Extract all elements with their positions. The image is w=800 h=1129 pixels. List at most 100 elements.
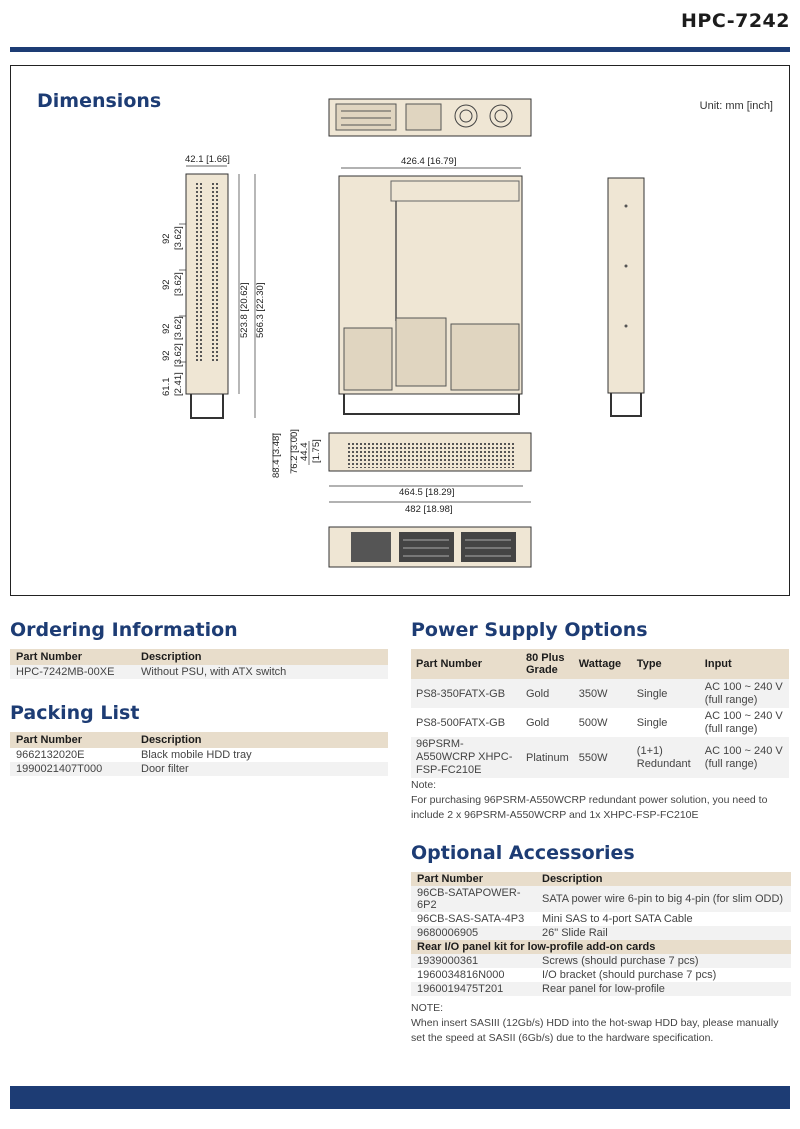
table-row: 96CB-SATAPOWER-6P2 SATA power wire 6-pin… [411,886,791,912]
header-rule [10,47,790,52]
power-part: PS8-350FATX-GB [411,679,521,708]
dim-pitch-b-mm: 92 [161,279,172,290]
table-row: 9662132020E Black mobile HDD tray [10,748,388,762]
packing-header-desc: Description [135,732,388,748]
packing-table: Part Number Description 9662132020E Blac… [10,732,388,776]
rear-view-drawing [328,98,532,137]
model-name: HPC-7242 [681,10,790,32]
accessory-desc: Mini SAS to 4-port SATA Cable [542,913,693,925]
accessory-part: 1939000361 [411,954,536,968]
accessory-part: 9680006905 [411,926,536,940]
power-wattage: 550W [573,737,632,778]
accessories-header-row: Part Number Description [411,872,791,886]
dim-height-inner: 44.4 [299,443,310,462]
dim-end-in: [2.41] [173,372,184,396]
packing-header-row: Part Number Description [10,732,388,748]
power-note-label: Note: [411,779,437,791]
accessories-subheader: Rear I/O panel kit for low-profile add-o… [411,940,791,954]
packing-header-part: Part Number [10,732,135,748]
power-table: Part Number 80 Plus Grade Wattage Type I… [411,649,789,778]
dim-height-mid: 76.2 [3.00] [289,429,300,474]
accessory-part: 1960034816N000 [417,969,505,981]
table-row: PS8-350FATX-GB Gold 350W Single AC 100 ~… [411,679,789,708]
power-type: Single [636,716,668,729]
dim-end-mm: 61.1 [161,378,172,397]
accessories-subheader-row: Rear I/O panel kit for low-profile add-o… [411,940,791,954]
power-title: Power Supply Options [411,619,648,641]
power-header-input: Input [699,649,789,679]
dim-front-width-total: 482 [18.98] [405,504,453,515]
unit-label: Unit: mm [inch] [699,100,773,112]
accessories-title: Optional Accessories [411,842,635,864]
dim-pitch-c-in: [3.62] [173,316,184,340]
accessory-part: 1960019475T201 [411,982,536,996]
top-view-drawing: 426.4 [16.79] [338,156,523,415]
table-row: 1990021407T000 Door filter [10,762,388,776]
side-view-drawing: 42.1 [1.66] 92 [3.62] 92 [3.62] 92 [3.62… [161,154,266,419]
dim-side-width: 42.1 [1.66] [185,154,230,165]
dim-top-width: 426.4 [16.79] [401,156,456,167]
accessory-part: 96CB-SATAPOWER-6P2 [411,886,536,912]
ordering-part: HPC-7242MB-00XE [10,665,135,679]
accessories-header-desc: Description [536,872,791,886]
accessory-desc: Rear panel for low-profile [536,982,791,996]
power-header-grade: 80 Plus Grade [521,649,574,679]
packing-part: 9662132020E [16,749,85,761]
power-header-row: Part Number 80 Plus Grade Wattage Type I… [411,649,789,679]
accessories-note: NOTE: When insert SASIII (12Gb/s) HDD in… [411,1001,793,1046]
power-part: PS8-500FATX-GB [416,716,506,729]
power-note: Note: For purchasing 96PSRM-A550WCRP red… [411,778,791,823]
accessory-desc: 26" Slide Rail [536,926,791,940]
power-header-wattage: Wattage [573,649,632,679]
table-row: 1960034816N000 I/O bracket (should purch… [411,968,791,982]
power-note-text: For purchasing 96PSRM-A550WCRP redundant… [411,794,768,821]
table-row: 1939000361 Screws (should purchase 7 pcs… [411,954,791,968]
dimension-drawings: 42.1 [1.66] 92 [3.62] 92 [3.62] 92 [3.62… [161,98,645,568]
dim-depth-outer: 566.3 [22.30] [255,283,266,338]
power-wattage: 500W [578,716,608,729]
footer-rule [10,1086,790,1109]
table-row: PS8-500FATX-GB Gold 500W Single AC 100 ~… [411,708,789,737]
front-view-drawing: 88.4 [3.48] 76.2 [3.00] 44.4 [1.75] 464.… [271,429,532,515]
accessories-note-label: NOTE: [411,1002,444,1014]
accessory-desc: Screws (should purchase 7 pcs) [536,954,791,968]
dim-pitch-d-mm: 92 [161,350,172,361]
accessory-desc: SATA power wire 6-pin to big 4-pin (for … [536,886,791,912]
dimensions-title: Dimensions [37,90,162,112]
dim-pitch-a-in: [3.62] [173,226,184,250]
table-row: 96CB-SAS-SATA-4P3 Mini SAS to 4-port SAT… [411,912,791,926]
dimensions-panel: Dimensions Unit: mm [inch] 42.1 [1.66] [10,65,790,596]
table-row: 1960019475T201 Rear panel for low-profil… [411,982,791,996]
accessories-header-part: Part Number [411,872,536,886]
ordering-header-row: Part Number Description [10,649,388,665]
power-header-type: Type [631,649,700,679]
accessories-note-text: When insert SASIII (12Gb/s) HDD into the… [411,1017,779,1044]
power-type: Single [631,679,700,708]
table-row: 96PSRM-A550WCRP XHPC-FSP-FC210E Platinum… [411,737,789,778]
packing-desc: Door filter [135,762,388,776]
packing-title: Packing List [10,702,140,724]
table-row: HPC-7242MB-00XE Without PSU, with ATX sw… [10,665,388,679]
power-part: 96PSRM-A550WCRP XHPC-FSP-FC210E [411,737,521,778]
power-type: (1+1) Redundant [631,737,700,778]
power-header-part: Part Number [411,649,521,679]
dim-front-width: 464.5 [18.29] [399,487,454,498]
packing-part: 1990021407T000 [10,762,135,776]
dim-pitch-d-in: [3.62] [173,343,184,367]
power-input: AC 100 ~ 240 V (full range) [699,679,789,708]
power-wattage: 350W [573,679,632,708]
dim-height-inner-in: [1.75] [311,439,322,463]
ordering-table: Part Number Description HPC-7242MB-00XE … [10,649,388,679]
right-side-view-drawing [607,177,645,417]
power-grade: Gold [521,679,574,708]
ordering-header-desc: Description [135,649,388,665]
power-grade: Platinum [521,737,574,778]
accessory-part: 96CB-SAS-SATA-4P3 [417,913,525,925]
front-panel-drawing [328,526,532,568]
dim-height-outer: 88.4 [3.48] [271,433,282,478]
ordering-header-part: Part Number [10,649,135,665]
accessory-desc: I/O bracket (should purchase 7 pcs) [542,969,717,981]
accessories-table: Part Number Description 96CB-SATAPOWER-6… [411,872,791,996]
table-row: 9680006905 26" Slide Rail [411,926,791,940]
ordering-title: Ordering Information [10,619,238,641]
